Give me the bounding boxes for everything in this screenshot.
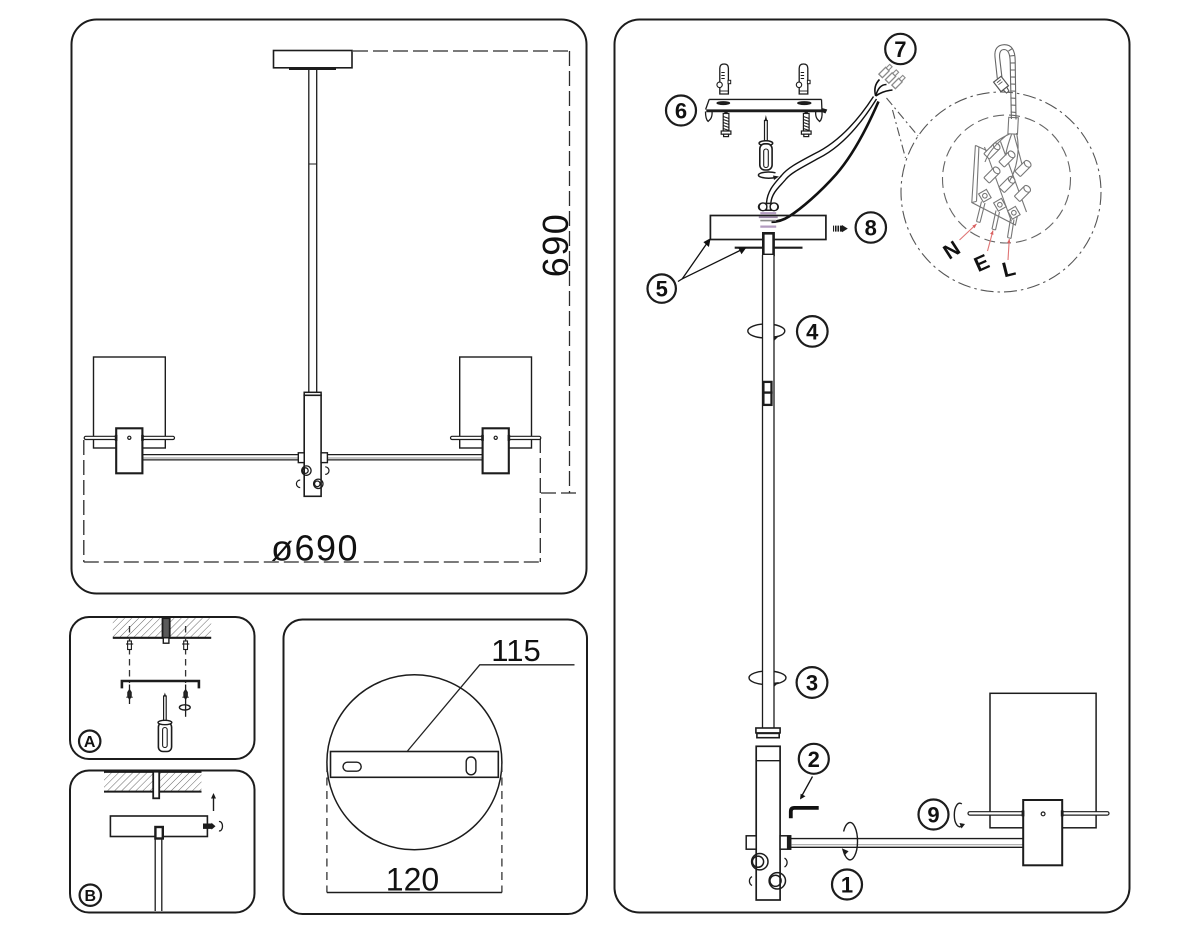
svg-text:7: 7 — [894, 37, 906, 62]
svg-text:ø690: ø690 — [271, 528, 359, 569]
svg-text:3: 3 — [806, 671, 818, 696]
svg-text:A: A — [84, 734, 96, 751]
svg-text:B: B — [85, 888, 97, 905]
svg-text:8: 8 — [865, 216, 877, 241]
svg-text:6: 6 — [675, 99, 687, 124]
svg-text:5: 5 — [656, 277, 668, 302]
svg-text:115: 115 — [491, 633, 540, 668]
svg-text:4: 4 — [806, 320, 819, 345]
svg-text:690: 690 — [535, 213, 576, 278]
svg-text:120: 120 — [386, 862, 439, 898]
svg-text:1: 1 — [841, 873, 853, 898]
svg-text:2: 2 — [808, 747, 820, 772]
svg-text:9: 9 — [927, 803, 939, 828]
svg-text:L: L — [1000, 257, 1018, 282]
